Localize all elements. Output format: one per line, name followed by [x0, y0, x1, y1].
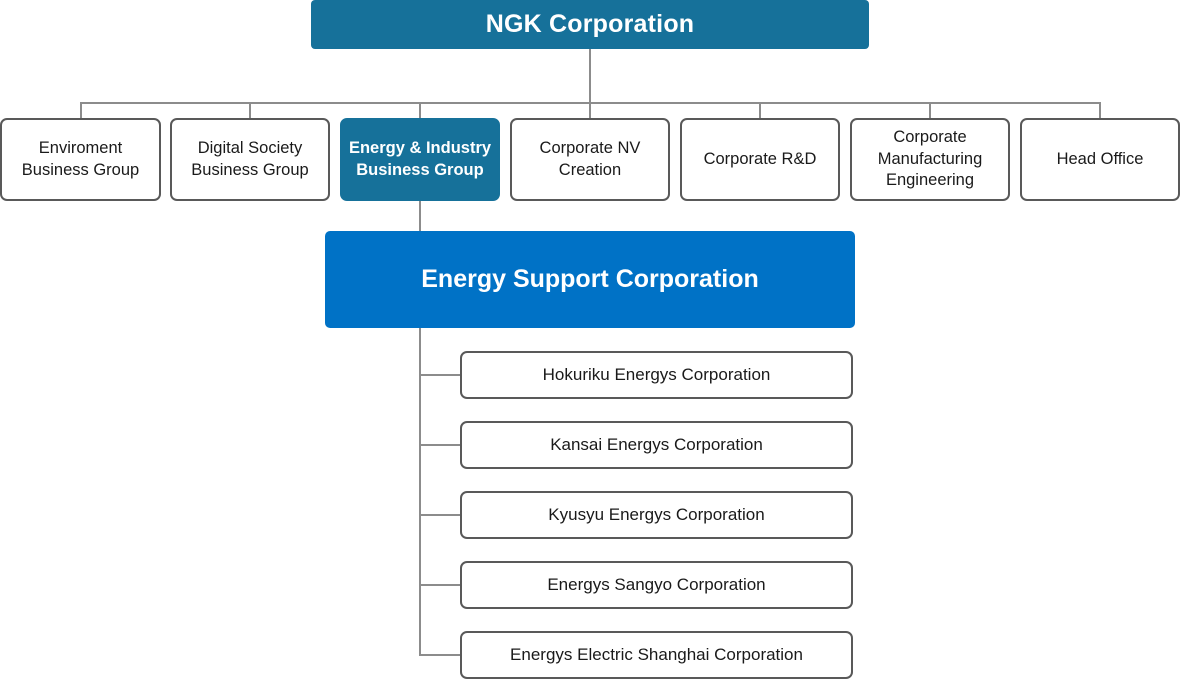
org-node-subsidiary-hokuriku-energys[interactable]: Hokuriku Energys Corporation: [460, 351, 853, 399]
connector-root-drop: [589, 49, 591, 103]
connector-division-to-company: [419, 201, 421, 232]
org-node-division-head-office[interactable]: Head Office: [1020, 118, 1180, 201]
connector-subsidiary-stub-3: [419, 514, 462, 516]
connector-division-drop-6: [929, 102, 931, 119]
connector-subsidiary-stub-2: [419, 444, 462, 446]
connector-division-drop-1: [80, 102, 82, 119]
connector-subsidiary-stub-4: [419, 584, 462, 586]
org-node-label: Hokuriku Energys Corporation: [542, 365, 771, 384]
org-node-label: NGK Corporation: [485, 10, 695, 38]
org-node-label: Energys Sangyo Corporation: [547, 575, 766, 594]
connector-subsidiary-stub-5: [419, 654, 462, 656]
org-node-ngk-corporation[interactable]: NGK Corporation: [311, 0, 869, 49]
org-node-label: Kyusyu Energys Corporation: [548, 505, 765, 524]
org-node-subsidiary-kansai-energys[interactable]: Kansai Energys Corporation: [460, 421, 853, 469]
org-node-label: Energys Electric Shanghai Corporation: [510, 645, 803, 664]
connector-division-drop-4: [589, 102, 591, 119]
connector-division-drop-2: [249, 102, 251, 119]
connector-division-drop-3: [419, 102, 421, 119]
org-node-subsidiary-energys-electric-shanghai[interactable]: Energys Electric Shanghai Corporation: [460, 631, 853, 679]
org-node-label: Head Office: [1056, 149, 1144, 168]
org-node-division-corporate-rd[interactable]: Corporate R&D: [680, 118, 840, 201]
org-node-label: Corporate R&D: [703, 149, 817, 168]
connector-subsidiary-stub-1: [419, 374, 462, 376]
org-node-subsidiary-kyusyu-energys[interactable]: Kyusyu Energys Corporation: [460, 491, 853, 539]
org-node-subsidiary-energys-sangyo[interactable]: Energys Sangyo Corporation: [460, 561, 853, 609]
org-node-label: Energy Support Corporation: [421, 265, 759, 293]
org-node-energy-support-corporation[interactable]: Energy Support Corporation: [325, 231, 855, 328]
connector-subsidiary-trunk: [419, 328, 421, 656]
connector-division-drop-7: [1099, 102, 1101, 119]
connector-division-drop-5: [759, 102, 761, 119]
org-node-label: Kansai Energys Corporation: [550, 435, 763, 454]
